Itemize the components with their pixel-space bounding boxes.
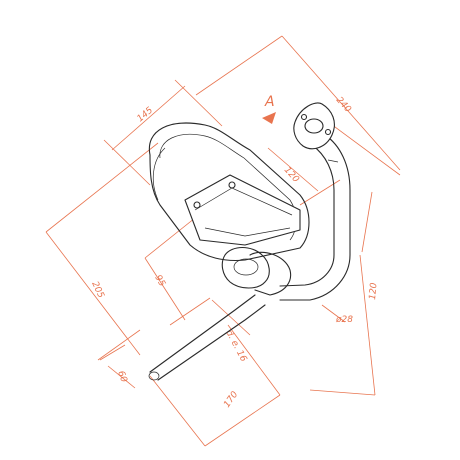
dim-170: 170: [222, 390, 240, 410]
mounting-bracket: [184, 174, 301, 246]
dim-205: 205: [89, 280, 105, 300]
dim-95: 95: [152, 274, 167, 289]
header-pipe: [279, 134, 351, 301]
dim-120-top: 120: [282, 165, 301, 185]
dim-16: d. e. 16: [223, 329, 248, 364]
inlet-clamp: [221, 246, 292, 296]
dim-28: ø28: [335, 315, 353, 325]
dim-60: 60: [115, 370, 128, 384]
dim-240: 240: [334, 95, 353, 115]
view-arrow-a: A: [262, 94, 276, 124]
tailpipe: [148, 294, 266, 381]
dim-145: 145: [136, 105, 156, 124]
view-label: A: [264, 94, 275, 110]
dim-120-right: 120: [368, 282, 379, 300]
exhaust-flange: [293, 102, 335, 150]
